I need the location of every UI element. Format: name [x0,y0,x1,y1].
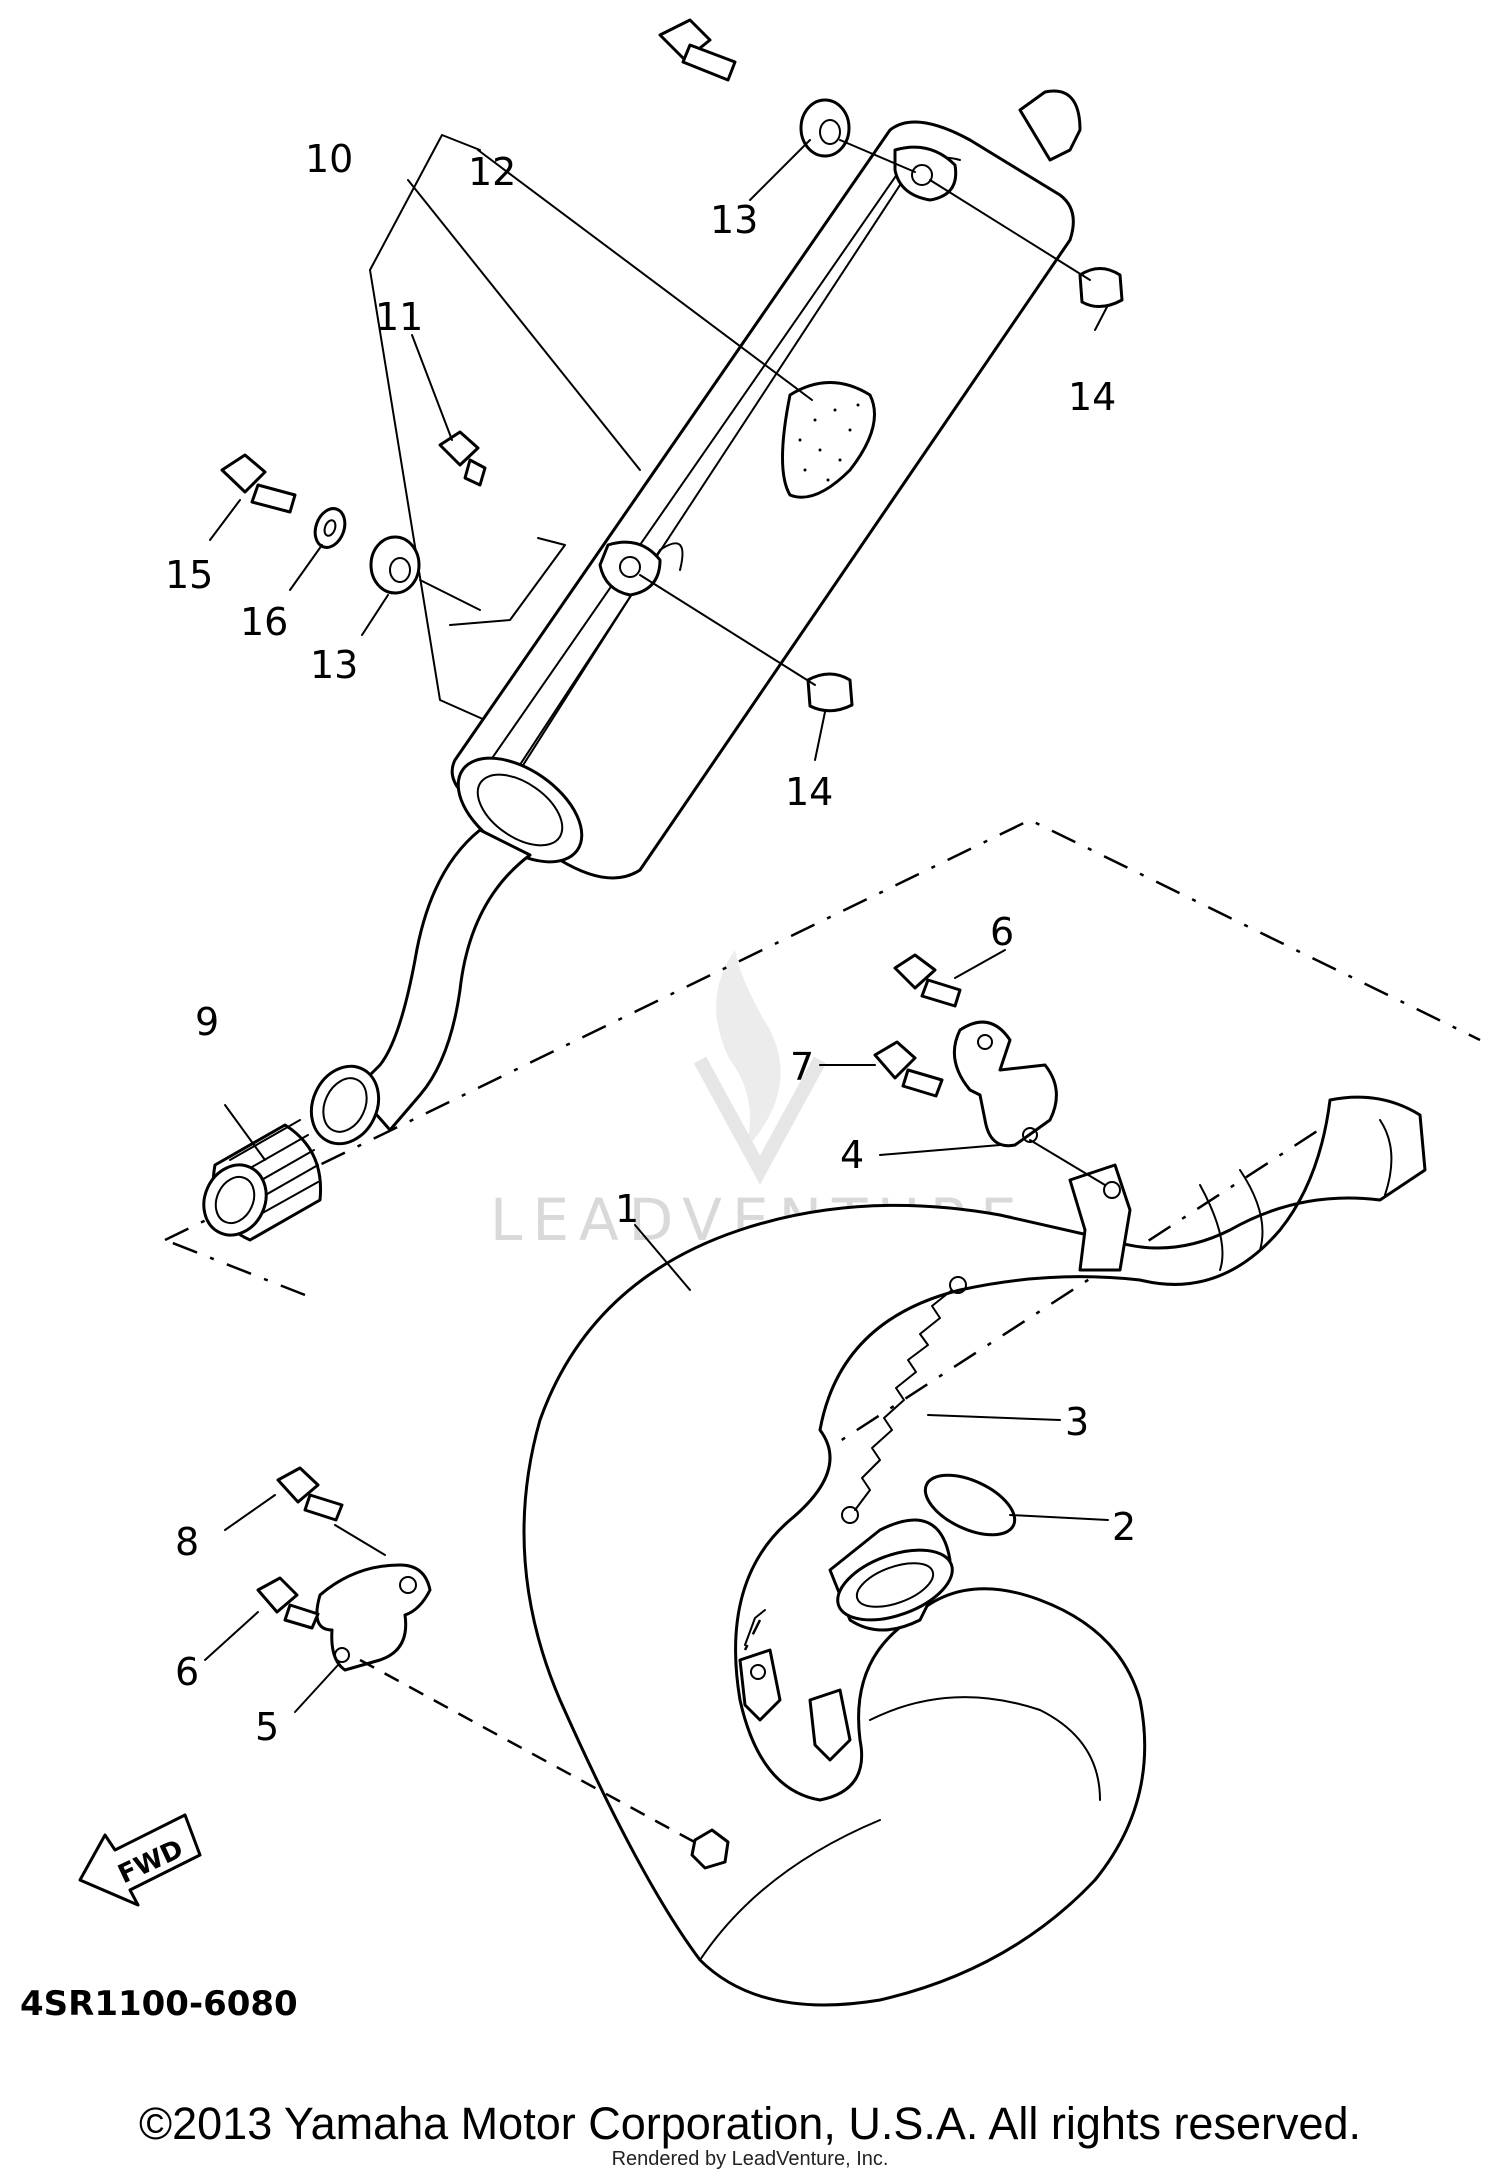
grommet-13-lower [369,535,421,595]
callout-13-lower: 13 [310,643,358,687]
exhaust-gasket-9 [202,1119,323,1242]
bolt-7 [873,1040,944,1098]
callout-numbers: 1 2 3 4 5 6 6 7 8 9 10 11 12 13 13 14 14… [165,137,1136,1749]
leader-14-lower [639,574,816,686]
callout-12: 12 [468,150,516,194]
bolt-6-lower [256,1576,320,1630]
collar-14-upper [1078,267,1124,308]
callout-15: 15 [165,553,213,597]
bolt-15 [220,453,297,514]
leader-13-lower-to-muffler [419,579,481,611]
dashed-link-4-to-tab [743,1619,762,1651]
callout-5: 5 [255,1705,279,1749]
callout-1: 1 [615,1187,639,1231]
dashed-link-5-to-nut [359,1658,701,1847]
callout-11: 11 [375,295,423,339]
leader-lines [204,139,1109,1713]
leader-8-to-bracket [334,1524,386,1556]
fwd-arrow-icon: FWD [78,1813,202,1907]
muffler-bolt-top [658,18,737,82]
grommet-13-upper [799,98,851,158]
rendered-by-note: Rendered by LeadVenture, Inc. [611,2148,889,2170]
callout-13-upper: 13 [710,198,758,242]
copyright-notice: ©2013 Yamaha Motor Corporation, U.S.A. A… [138,2098,1362,2149]
callout-6-upper: 6 [990,910,1014,954]
callout-16: 16 [240,600,288,644]
callout-4: 4 [840,1133,864,1177]
callout-10: 10 [305,137,353,181]
bolt-11 [438,430,487,487]
bracket-5 [315,1563,432,1672]
leader-4-to-pipe [1029,1139,1106,1186]
callout-2: 2 [1112,1505,1136,1549]
callout-6-lower: 6 [175,1650,199,1694]
collar-14-lower [806,672,854,713]
washer-16 [313,507,347,549]
diagram-code: 4SR1100-6080 [20,1984,298,2024]
callout-9: 9 [195,1000,219,1044]
spring-3 [841,1276,967,1524]
exhaust-pipe-1 [522,1095,1427,2007]
leader-14-upper [929,179,1091,281]
bolt-6-upper [893,953,962,1008]
callout-8: 8 [175,1520,199,1564]
o-ring-2 [923,1473,1017,1537]
callout-14-lower: 14 [785,770,833,814]
group-bracket-11 [449,537,566,626]
callout-3: 3 [1065,1400,1089,1444]
bracket-4 [952,1020,1058,1148]
muffler-assembly [309,89,1082,1146]
callout-7: 7 [790,1045,814,1089]
callout-14-upper: 14 [1068,375,1116,419]
bolt-8 [276,1466,344,1522]
leader-13-upper-to-plate [839,139,916,173]
